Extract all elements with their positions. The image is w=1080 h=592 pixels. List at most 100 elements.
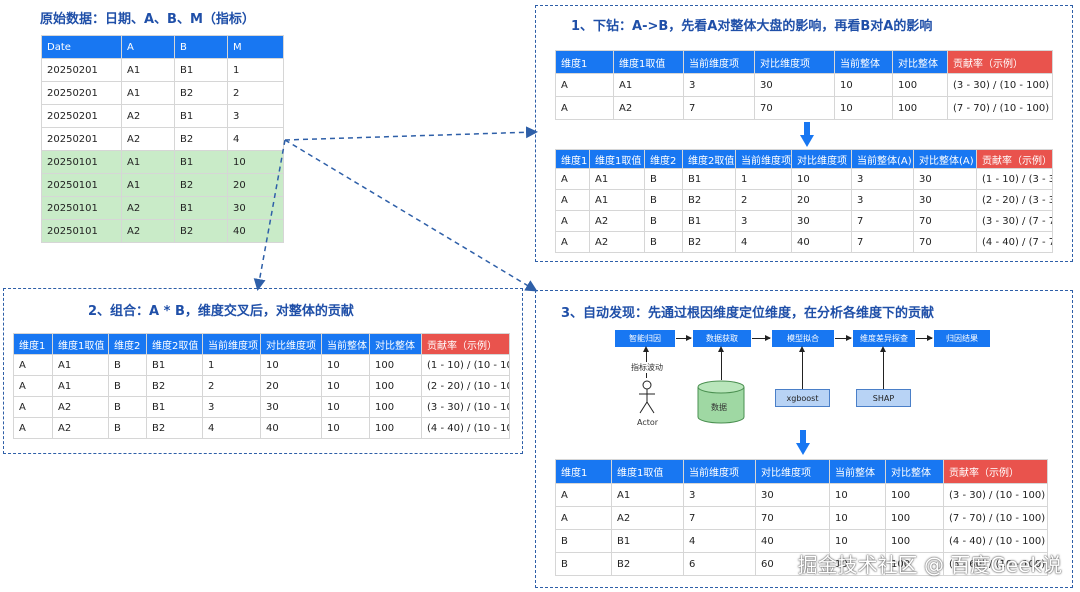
raw-col-date: Date xyxy=(41,35,122,59)
table-cell: B xyxy=(555,529,612,553)
raw-header-row: Date A B M xyxy=(41,35,284,59)
column-header: 维度1 xyxy=(555,149,590,169)
table-cell: 100 xyxy=(885,552,944,576)
table-cell: (3 - 30) / (10 - 100) xyxy=(947,73,1053,97)
flow-edge-3 xyxy=(835,335,852,341)
flow-node-dim-diff: 维度差异探查 xyxy=(853,330,915,347)
section3-box xyxy=(535,290,1073,588)
column-header: 当前整体 xyxy=(834,50,893,74)
table-cell: B2 xyxy=(611,552,684,576)
table-cell: 60 xyxy=(755,552,830,576)
table-cell: (4 - 40) / (7 - 70) xyxy=(976,231,1053,253)
table-cell: 4 xyxy=(202,417,261,439)
table-cell: (4 - 40) / (10 - 100) xyxy=(421,417,510,439)
column-header: 维度1 xyxy=(555,50,614,74)
table-cell: 100 xyxy=(885,529,944,553)
actor-icon xyxy=(639,380,655,414)
column-header: 对比维度项 xyxy=(755,459,830,484)
flow-edge-db xyxy=(718,346,724,380)
column-header: 维度1 xyxy=(555,459,612,484)
connector-to-section3 xyxy=(284,139,538,292)
table-cell: 100 xyxy=(892,96,948,120)
flow-edge-2 xyxy=(752,335,771,341)
table-cell: A2 xyxy=(613,96,684,120)
column-header: 维度2 xyxy=(108,333,147,355)
tool-xgboost: xgboost xyxy=(775,389,830,407)
column-header: 维度1取值 xyxy=(589,149,645,169)
table-cell: 7 xyxy=(851,231,914,253)
table-cell: 10 xyxy=(321,417,370,439)
column-header: 当前整体 xyxy=(829,459,886,484)
table-cell: (4 - 40) / (10 - 100) xyxy=(943,529,1048,553)
column-header: 当前维度项 xyxy=(202,333,261,355)
column-header: 贡献率（示例） xyxy=(947,50,1053,74)
table-cell: 70 xyxy=(755,506,830,530)
table-cell: A1 xyxy=(121,173,175,197)
trigger-label: 指标波动 xyxy=(631,362,663,373)
watermark: 掘金技术社区 @ 百度Geek说 xyxy=(797,553,1062,577)
table-cell: A2 xyxy=(121,127,175,151)
column-header: 贡献率（示例） xyxy=(421,333,510,355)
section3-title: 3、自动发现：先通过根因维度定位维度，在分析各维度下的贡献 xyxy=(561,306,935,321)
table-cell: B2 xyxy=(174,219,228,243)
column-header: 贡献率（示例） xyxy=(943,459,1048,484)
raw-col-m: M xyxy=(227,35,284,59)
column-header: 对比维度项 xyxy=(260,333,322,355)
column-header: 对比维度项 xyxy=(791,149,852,169)
table-cell: 3 xyxy=(683,483,756,507)
table-cell: (7 - 70) / (10 - 100) xyxy=(943,506,1048,530)
table-cell: 30 xyxy=(227,196,284,220)
table-cell: A2 xyxy=(121,196,175,220)
column-header: 维度2 xyxy=(644,149,683,169)
table-cell: B1 xyxy=(174,58,228,82)
table-cell: 70 xyxy=(754,96,835,120)
column-header: 贡献率（示例） xyxy=(976,149,1053,169)
table-cell: B xyxy=(555,552,612,576)
table-cell: B2 xyxy=(174,127,228,151)
table-cell: A xyxy=(555,506,612,530)
table-cell: B xyxy=(108,417,147,439)
raw-data-title: 原始数据：日期、A、B、M（指标） xyxy=(40,12,255,27)
flow-edge-shap xyxy=(880,346,886,390)
table-cell: A2 xyxy=(121,104,175,128)
section3-down-arrow xyxy=(796,430,810,455)
actor-label: Actor xyxy=(637,418,659,427)
table-cell: 100 xyxy=(892,73,948,97)
column-header: 当前维度项 xyxy=(683,50,755,74)
table-cell: 20250101 xyxy=(41,219,122,243)
connector-to-section2 xyxy=(253,139,286,291)
column-header: 对比维度项 xyxy=(754,50,835,74)
table-cell: A1 xyxy=(121,81,175,105)
table-cell: 10 xyxy=(829,552,886,576)
tool-shap: SHAP xyxy=(856,389,911,407)
table-cell: 40 xyxy=(260,417,322,439)
flow-node-result: 归因结果 xyxy=(934,330,990,347)
table-cell: 40 xyxy=(227,219,284,243)
table-cell: A2 xyxy=(121,219,175,243)
table-cell: A xyxy=(555,96,614,120)
column-header: 对比整体 xyxy=(892,50,948,74)
flow-node-data-fetch: 数据获取 xyxy=(693,330,751,347)
table-cell: 6 xyxy=(683,552,756,576)
table-cell: (2 - 20) / (10 - 100) xyxy=(421,375,510,397)
